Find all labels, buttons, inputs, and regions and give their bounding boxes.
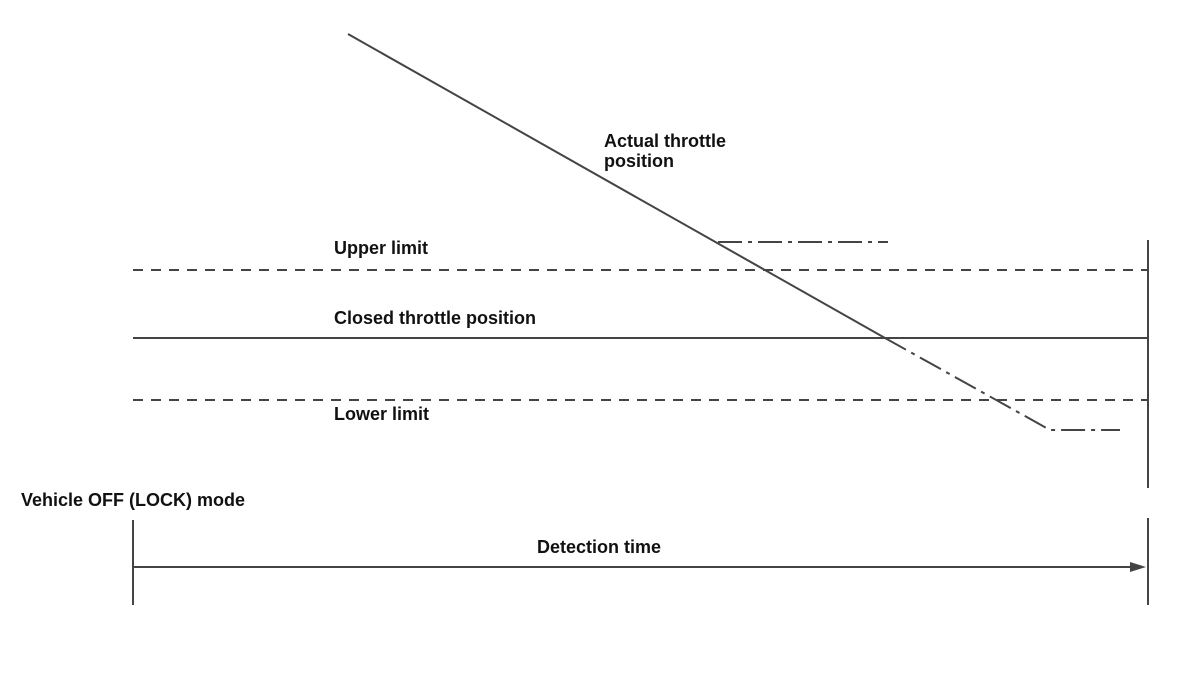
actual-throttle-label-line2: position <box>604 151 674 171</box>
detection-time-label: Detection time <box>537 537 662 557</box>
actual-throttle-line <box>347 33 886 339</box>
upper-limit-label: Upper limit <box>334 238 429 258</box>
closed-throttle-label: Closed throttle position <box>334 308 536 328</box>
actual-throttle-dashdot-continuation <box>884 337 1120 431</box>
actual-throttle-label-line1: Actual throttle <box>604 131 727 151</box>
detection-time-arrowhead <box>1130 562 1146 572</box>
vehicle-mode-label: Vehicle OFF (LOCK) mode <box>21 490 246 510</box>
lower-limit-label: Lower limit <box>334 404 430 424</box>
